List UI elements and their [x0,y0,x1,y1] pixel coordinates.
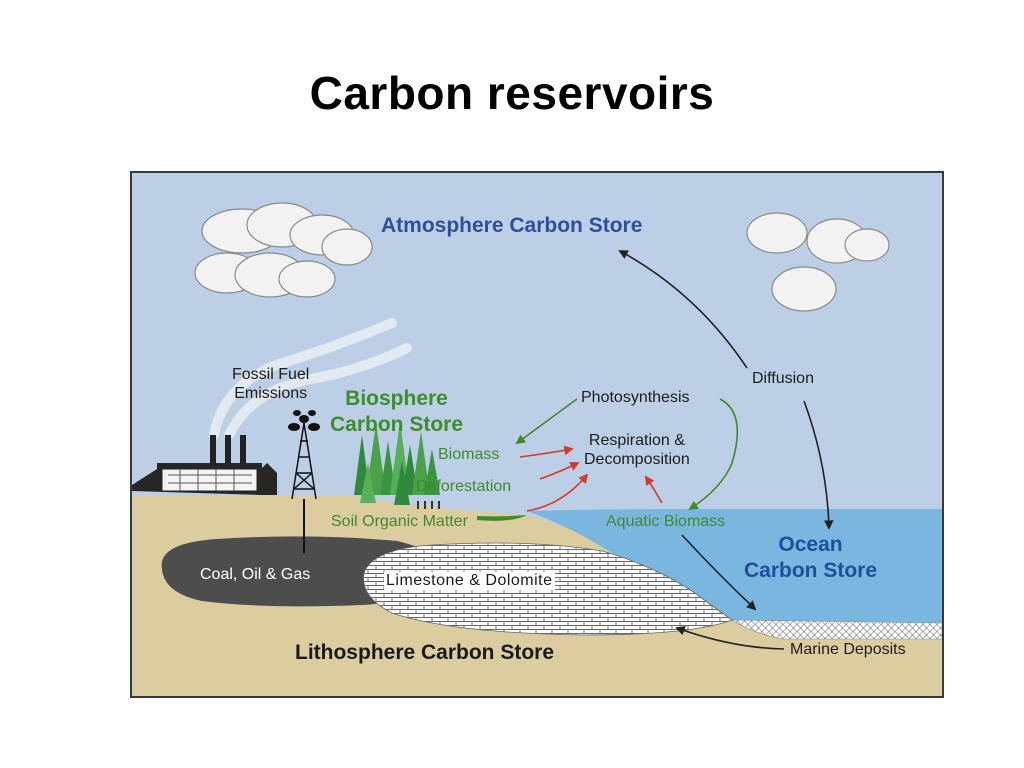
photosynthesis-to-aquatic-arrow [688,398,739,511]
clouds-right [746,212,890,312]
factory-icon [132,435,277,495]
coal-oil-gas-label: Coal, Oil & Gas [200,566,311,583]
oil-derrick-icon [291,422,317,553]
biomass-to-respiration-arrow [519,445,574,458]
deforestation-to-respiration-arrow [539,462,580,480]
carbon-cycle-diagram: Atmosphere Carbon Store Fossil Fuel Emis… [130,171,944,698]
soil-organic-matter-label: Soil Organic Matter [331,513,468,530]
biosphere-store-label: Biosphere Carbon Store [330,386,463,438]
fossil-fuel-line1: Fossil Fuel [232,366,310,383]
marine-deposits-layer [730,619,942,640]
marine-deposits-label: Marine Deposits [790,641,906,658]
photosynthesis-label: Photosynthesis [581,389,690,406]
atmosphere-store-label: Atmosphere Carbon Store [381,214,643,237]
marine-to-lithosphere-arrow [675,626,785,650]
soil-organic-matter-layer [477,515,527,521]
deforestation-label: Deforestation [416,478,512,495]
soil-to-respiration-arrow [526,473,589,512]
diffusion-up-arrow [618,250,748,369]
black-arrows [618,250,834,650]
biosphere-line1: Biosphere [345,387,448,410]
photosynthesis-to-biomass-arrow [515,398,578,445]
smoke-plumes [209,318,412,440]
respiration-line1: Respiration & [588,432,685,449]
green-arrows [515,398,739,511]
aquatic-biomass-label: Aquatic Biomass [606,513,726,530]
biosphere-line2: Carbon Store [330,413,464,436]
respiration-decomposition-label: Respiration & Decomposition [584,431,690,469]
diffusion-label: Diffusion [752,370,814,387]
red-arrows [519,445,663,512]
fossil-fuel-line2: Emissions [234,385,308,402]
fossil-fuel-emissions-label: Fossil Fuel Emissions [232,365,309,403]
biomass-label: Biomass [438,446,500,463]
forest-trees [354,421,440,509]
aquatic-to-deposits-arrow [681,534,757,611]
ocean-store-label: Ocean Carbon Store [744,532,877,584]
clouds-left [194,202,373,298]
slide-title: Carbon reservoirs [309,67,715,119]
oil-gusher-icon [288,410,320,431]
limestone-dolomite-label: Limestone & Dolomite [384,572,555,590]
ocean-region [527,509,942,628]
diagram-canvas [132,173,942,696]
diffusion-down-arrow [803,400,834,530]
ocean-line1: Ocean [778,533,843,556]
aquatic-to-respiration-arrow [644,475,663,504]
ocean-line2: Carbon Store [744,559,878,582]
respiration-line2: Decomposition [584,451,690,468]
lithosphere-store-label: Lithosphere Carbon Store [295,641,555,664]
